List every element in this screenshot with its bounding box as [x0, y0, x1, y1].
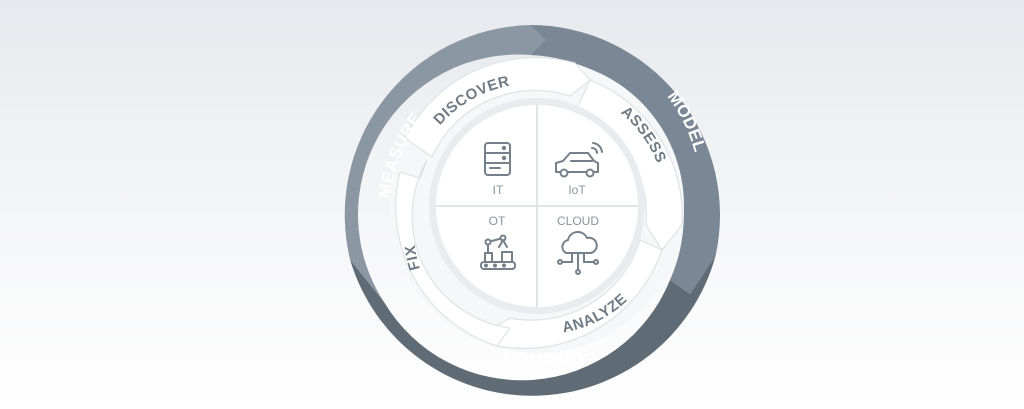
quadrant-it: IT [484, 142, 511, 197]
inner-arrow-discover [404, 56, 591, 158]
quadrant-ot: OT [480, 214, 516, 270]
outer-segment-compare [350, 255, 716, 396]
quadrant-cloud: CLOUD [557, 214, 599, 275]
server-icon [484, 142, 511, 176]
connected-car-icon [555, 142, 603, 178]
quadrant-iot: IoT [555, 142, 603, 197]
cloud-network-icon [557, 230, 599, 275]
quadrant-label-ot: OT [489, 214, 506, 228]
label-fix: FIX [402, 244, 424, 272]
quadrant-label-cloud: CLOUD [557, 214, 599, 228]
quadrant-label-it: IT [493, 183, 504, 197]
quadrant-label-iot: IoT [568, 183, 586, 197]
robot-arm-icon [480, 234, 516, 270]
outer-segment-measure [344, 25, 545, 302]
outer-segment-model [530, 25, 720, 294]
inner-arrow-fix [395, 159, 512, 347]
